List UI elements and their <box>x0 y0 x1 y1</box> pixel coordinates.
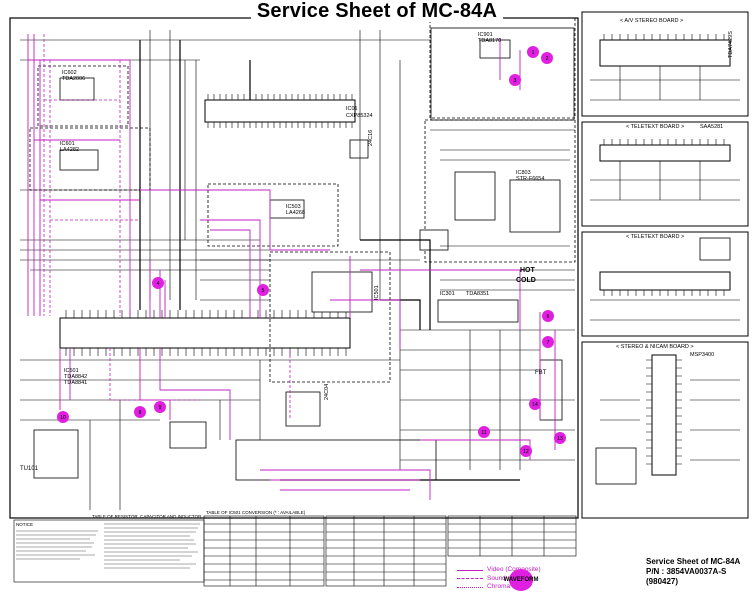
svg-text:2: 2 <box>546 56 549 62</box>
svg-text:5: 5 <box>262 288 265 294</box>
footer-part-number: P/N : 3854VA0037A-S <box>646 567 727 576</box>
board-nicam-ic: MSP3400 <box>690 352 714 358</box>
legend-sound-line <box>457 578 483 580</box>
legend-sound-label: Sound <box>487 574 506 582</box>
ic-label-7-part: STR-F6654 <box>516 176 544 182</box>
legend-sound: Sound <box>457 575 541 584</box>
ic-label-4-part: 24C16 <box>368 130 374 146</box>
fbt-label: FBT <box>535 370 547 376</box>
waveform-marker[interactable]: 7 <box>542 336 554 348</box>
legend-video: Video (Composite) <box>457 566 541 575</box>
waveform-badge-label: WAVEFORM <box>503 577 539 583</box>
ic-label-8-part: TDA8351 <box>466 291 489 297</box>
ic-label-10-part: TDA8841 <box>64 380 87 386</box>
svg-text:11: 11 <box>481 430 486 436</box>
table-heading-1: TABLE OF RESISTOR, CAPACITOR AND INDUCTO… <box>92 514 202 519</box>
ic-label-5-part: LA4268 <box>286 210 305 216</box>
ic-label-6-ref: IC901 <box>478 32 493 38</box>
notice-heading: NOTICE <box>16 522 33 527</box>
ic-label-3-ref: IC01 <box>346 106 358 112</box>
waveform-marker[interactable]: 12 <box>520 445 532 457</box>
waveform-markers: 1 2 3 4 5 6 7 8 9 10 11 12 13 14 <box>57 46 566 457</box>
ic-label-3-part: CXP85324 <box>346 113 373 119</box>
ic-label-9-part: TDA8842 <box>64 374 87 380</box>
legend-video-line <box>457 569 483 571</box>
footer-title: Service Sheet of MC-84A <box>646 557 741 566</box>
svg-text:14: 14 <box>532 402 538 408</box>
board-av-ic: TDA7429S <box>728 31 734 58</box>
tuner-label: TU101 <box>20 466 39 472</box>
footer-date: (980427) <box>646 577 679 586</box>
legend-chroma-line <box>457 586 483 588</box>
table-heading-2: TABLE OF IC501 CONVERSION (* : AVAILABLE… <box>206 510 306 515</box>
waveform-marker[interactable]: 6 <box>542 310 554 322</box>
waveform-marker[interactable]: 3 <box>509 74 521 86</box>
waveform-marker[interactable]: 4 <box>152 277 164 289</box>
legend-chroma-label: Chroma <box>487 583 511 590</box>
ic-label-2-part: LA4282 <box>60 147 79 153</box>
waveform-marker[interactable]: 1 <box>527 46 539 58</box>
svg-text:4: 4 <box>157 281 160 287</box>
ic-label-9-ref: IC501 <box>64 368 79 374</box>
ic-label-1-ref: IC602 <box>62 70 77 76</box>
svg-text:8: 8 <box>139 410 142 416</box>
waveform-marker[interactable]: 9 <box>154 401 166 413</box>
ic-label-6-part: TDA8170 <box>478 38 501 44</box>
ic-label-7-ref: IC803 <box>516 170 531 176</box>
waveform-marker[interactable]: 11 <box>478 426 490 438</box>
signal-legend: Video (Composite) Sound Chroma <box>457 566 541 592</box>
ic-label-5-ref: IC503 <box>286 204 301 210</box>
board-ttx2-label: < TELETEXT BOARD > <box>626 234 684 240</box>
board-nicam-label: < STEREO & NICAM BOARD > <box>616 344 694 350</box>
waveform-marker[interactable]: 5 <box>257 284 269 296</box>
waveform-marker[interactable]: 14 <box>529 398 541 410</box>
waveform-marker[interactable]: 13 <box>554 432 566 444</box>
ic-label-12-ref: IC501 <box>374 285 380 300</box>
ic-label-1-part: TDA2006 <box>62 76 85 82</box>
svg-text:6: 6 <box>547 314 550 320</box>
svg-text:7: 7 <box>547 340 550 346</box>
board-ttx1-label: < TELETEXT BOARD > <box>626 124 684 130</box>
svg-text:9: 9 <box>159 405 162 411</box>
svg-text:1: 1 <box>532 50 535 56</box>
legend-chroma: Chroma <box>457 583 541 592</box>
cold-label: COLD <box>516 277 536 284</box>
waveform-marker[interactable]: 10 <box>57 411 69 423</box>
hot-label: HOT <box>520 267 536 274</box>
legend-video-label: Video (Composite) <box>487 566 541 573</box>
ic-label-11-part: 24C04 <box>324 384 330 400</box>
sheet-footer: Service Sheet of MC-84A P/N : 3854VA0037… <box>646 557 740 587</box>
svg-text:3: 3 <box>514 78 517 84</box>
waveform-badge: WAVEFORM <box>504 569 538 591</box>
svg-text:10: 10 <box>60 415 66 421</box>
board-av-label: < A/V STEREO BOARD > <box>620 18 683 24</box>
board-ttx1-ic: SAA5281 <box>700 124 723 130</box>
waveform-marker[interactable]: 8 <box>134 406 146 418</box>
svg-text:13: 13 <box>557 436 563 442</box>
waveform-marker[interactable]: 2 <box>541 52 553 64</box>
ic-label-8-ref: IC301 <box>440 291 455 297</box>
ic-label-2-ref: IC601 <box>60 141 75 147</box>
svg-text:12: 12 <box>523 449 529 455</box>
